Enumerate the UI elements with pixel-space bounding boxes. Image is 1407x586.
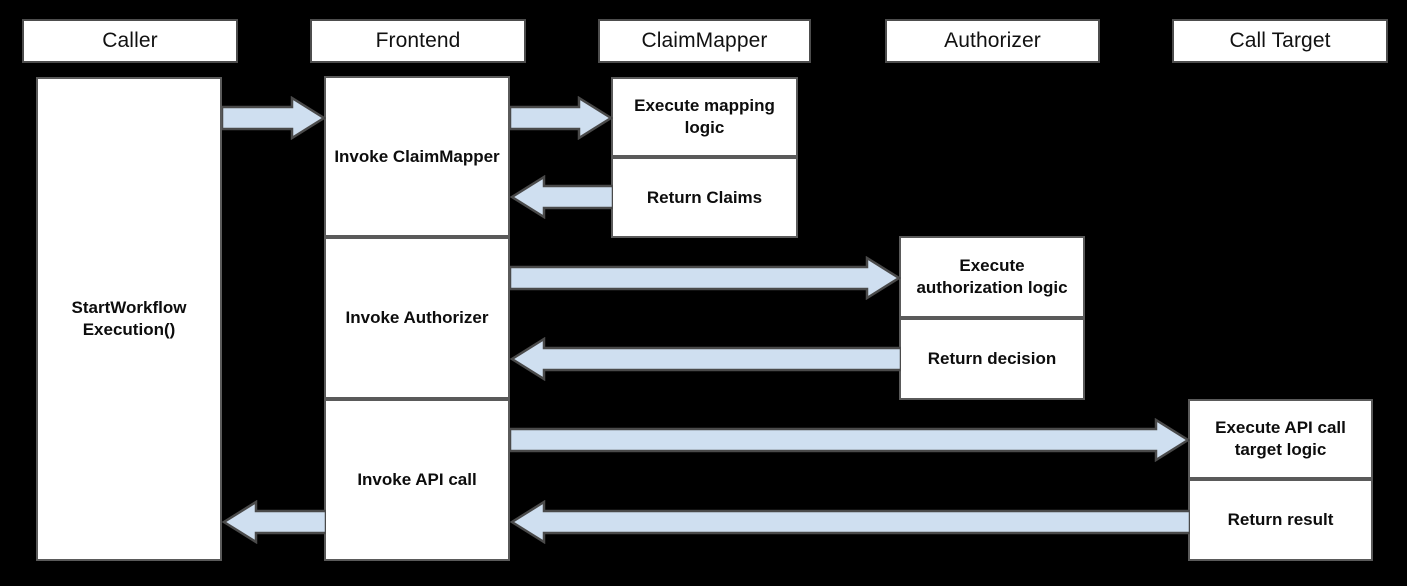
- activation-claimmapper-execute-mapping-logic-label: Execute mapping logic: [634, 96, 775, 137]
- activation-frontend-invoke-authorizer-label: Invoke Authorizer: [345, 308, 489, 328]
- activation-frontend-invoke-authorizer[interactable]: Invoke Authorizer: [324, 237, 510, 399]
- activation-claimmapper-return-claims[interactable]: Return Claims: [611, 157, 798, 238]
- lifeline-header-claimmapper-label: ClaimMapper: [641, 29, 768, 53]
- activation-claimmapper-execute-mapping-logic[interactable]: Execute mapping logic: [611, 77, 798, 157]
- message-arrow-caller-to-frontend[interactable]: [222, 96, 326, 140]
- lifeline-header-frontend[interactable]: Frontend: [310, 19, 526, 63]
- message-arrow-calltarget-to-frontend[interactable]: [510, 500, 1190, 544]
- activation-calltarget-execute-api-call-target-logic[interactable]: Execute API call target logic: [1188, 399, 1373, 479]
- message-arrow-frontend-to-calltarget[interactable]: [510, 418, 1190, 462]
- activation-claimmapper-return-claims-label: Return Claims: [646, 187, 763, 207]
- lifeline-header-claimmapper[interactable]: ClaimMapper: [598, 19, 811, 63]
- activation-authorizer-execute-authorization-logic[interactable]: Execute authorization logic: [899, 236, 1085, 318]
- activation-frontend-invoke-claimmapper-label: Invoke ClaimMapper: [334, 146, 500, 166]
- activation-frontend-invoke-api-call-label: Invoke API call: [357, 470, 477, 490]
- activation-authorizer-execute-authorization-logic-label: Execute authorization logic: [916, 256, 1068, 297]
- activation-calltarget-return-result[interactable]: Return result: [1188, 479, 1373, 561]
- lifeline-header-authorizer[interactable]: Authorizer: [885, 19, 1100, 63]
- activation-authorizer-return-decision[interactable]: Return decision: [899, 318, 1085, 400]
- lifeline-header-caller-label: Caller: [102, 29, 158, 53]
- activation-calltarget-return-result-label: Return result: [1227, 510, 1334, 530]
- activation-caller-startworkflow-label: StartWorkflow Execution(): [71, 298, 187, 339]
- lifeline-header-authorizer-label: Authorizer: [944, 29, 1041, 53]
- lifeline-header-frontend-label: Frontend: [375, 29, 461, 53]
- activation-frontend-invoke-claimmapper[interactable]: Invoke ClaimMapper: [324, 76, 510, 237]
- lifeline-header-calltarget-label: Call Target: [1229, 29, 1331, 53]
- message-arrow-claimmapper-to-frontend[interactable]: [510, 175, 613, 219]
- activation-frontend-invoke-api-call[interactable]: Invoke API call: [324, 399, 510, 561]
- message-arrow-frontend-to-claimmapper[interactable]: [510, 96, 613, 140]
- activation-authorizer-return-decision-label: Return decision: [927, 349, 1057, 369]
- message-arrow-frontend-to-authorizer[interactable]: [510, 256, 901, 300]
- message-arrow-authorizer-to-frontend[interactable]: [510, 337, 901, 381]
- activation-caller-startworkflow[interactable]: StartWorkflow Execution(): [36, 77, 222, 561]
- activation-calltarget-execute-api-call-target-logic-label: Execute API call target logic: [1215, 418, 1346, 459]
- lifeline-header-calltarget[interactable]: Call Target: [1172, 19, 1388, 63]
- message-arrow-frontend-to-caller[interactable]: [222, 500, 326, 544]
- lifeline-header-caller[interactable]: Caller: [22, 19, 238, 63]
